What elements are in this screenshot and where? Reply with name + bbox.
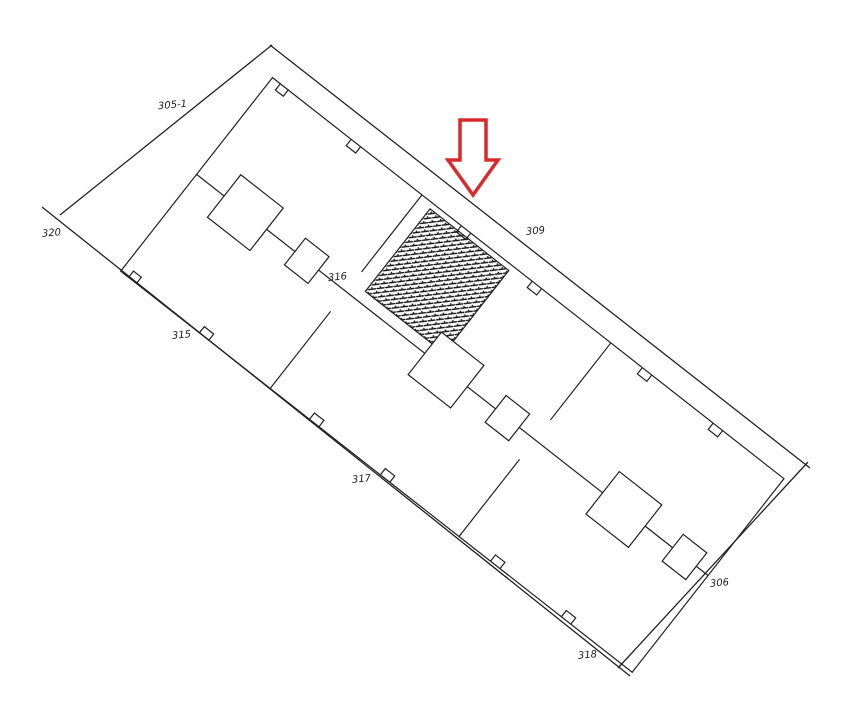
building-outline: [119, 76, 785, 674]
lot-label-317: 317: [351, 473, 372, 486]
lot-label-315: 315: [171, 329, 192, 342]
lot-boundary: [41, 44, 811, 677]
lot-label-318: 318: [577, 649, 598, 662]
lot-label-320: 320: [41, 227, 62, 240]
core-1: [206, 173, 285, 252]
lot-label-316: 316: [327, 271, 348, 284]
lot-label-306: 306: [709, 577, 730, 590]
lot-label-309: 309: [525, 225, 546, 238]
core-2: [407, 331, 485, 409]
core-3: [585, 470, 663, 549]
highlighted-unit: [364, 207, 510, 355]
arrow-down-icon: [444, 118, 502, 199]
